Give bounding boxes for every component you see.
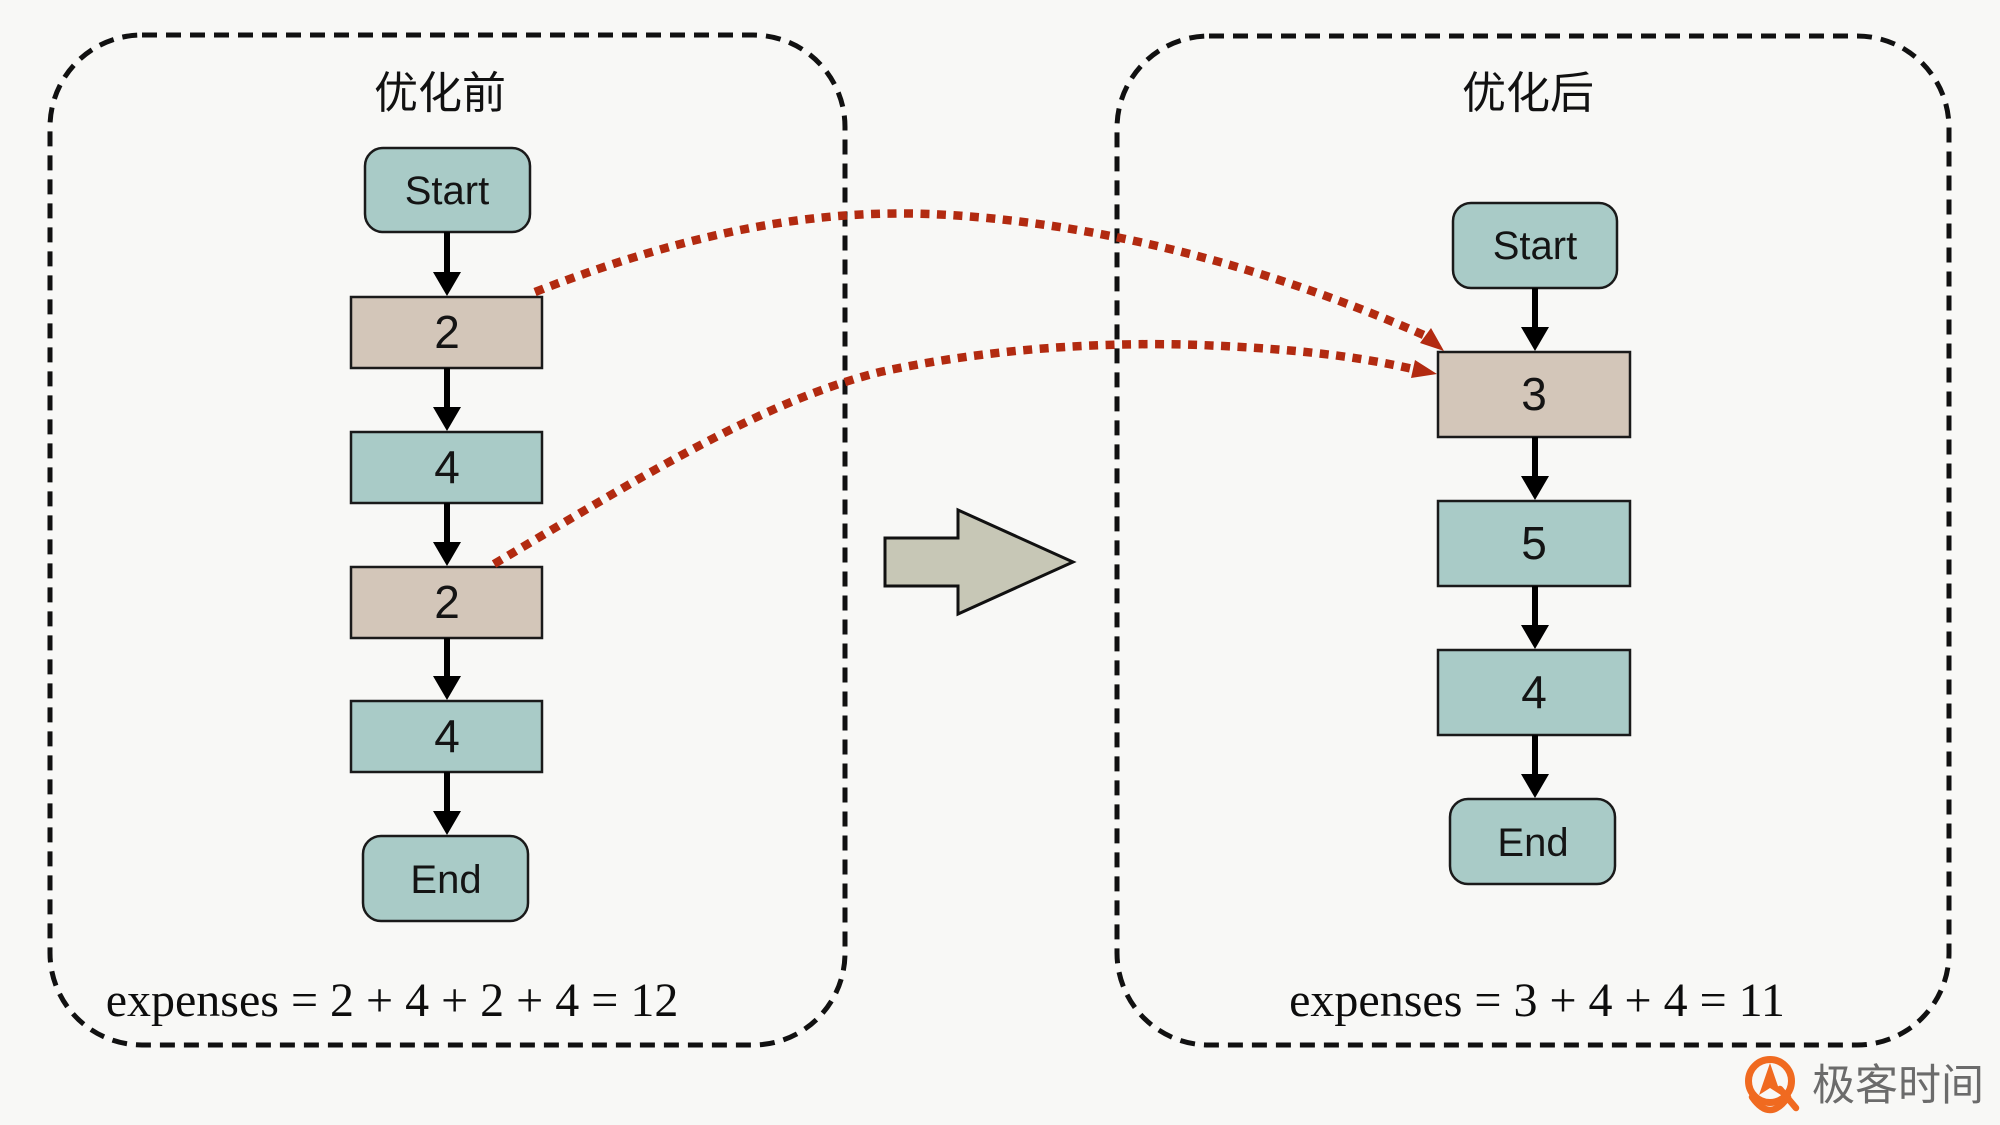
node-after-cost4 [1436,648,1632,737]
panel-after-expenses: expenses = 3 + 4 + 4 = 11 [1289,974,1785,1027]
node-after-end [1448,797,1617,886]
node-before-end-label: End [410,858,481,902]
flow-arrowhead-icon [1521,327,1549,351]
node-after-start-label: Start [1493,224,1577,268]
panel-before: 优化前 Start 2 4 2 4 End expenses = 2 + 4 +… [47,32,848,1048]
flow-arrows-after [1521,288,1549,798]
flow-arrowhead-icon [1521,476,1549,500]
panel-after: 优化后 Start 3 5 4 End expenses = 3 + 4 + 4… [1114,33,1952,1048]
node-after-cost5-label: 5 [1521,517,1547,569]
panel-after-title: 优化后 [1462,69,1594,118]
node-before-cost4-first-label: 4 [434,441,460,493]
node-after-cost3 [1436,350,1632,439]
node-before-cost2-first-label: 2 [434,306,460,358]
flow-arrowhead-icon [1521,774,1549,798]
panel-after-border [1114,33,1952,1048]
transform-block-arrow-icon [883,507,1077,617]
merge-arrow-top-head-icon [1420,328,1444,351]
node-after-cost5 [1436,499,1632,588]
panel-before-expenses: expenses = 2 + 4 + 2 + 4 = 12 [106,974,679,1027]
flow-arrowhead-icon [433,272,461,296]
node-before-start-label: Start [405,169,489,213]
flow-arrowhead-icon [433,542,461,566]
panel-before-border [47,32,848,1048]
node-before-cost2-second-label: 2 [434,576,460,628]
node-after-end-label: End [1497,821,1568,865]
node-before-cost4-second-label: 4 [434,710,460,762]
node-before-cost4-second [349,699,544,774]
geektime-logo: 极客时间 [1745,1056,1984,1114]
merge-arrows [491,209,1444,568]
merge-arrow-bottom-head-icon [1411,360,1437,378]
geektime-logo-text: 极客时间 [1812,1062,1984,1110]
merge-arrow-bottom [491,339,1414,568]
flow-arrowhead-icon [433,811,461,835]
node-after-cost3-label: 3 [1521,368,1547,420]
flow-arrowhead-icon [433,676,461,700]
panel-before-title: 优化前 [374,69,506,118]
node-after-cost4-label: 4 [1521,666,1547,718]
flow-arrows-before [433,232,461,835]
geektime-logo-icon [1745,1056,1800,1114]
flow-arrowhead-icon [1521,625,1549,649]
node-before-end [361,834,530,923]
node-before-cost4-first [349,430,544,505]
flow-arrowhead-icon [433,407,461,431]
node-before-cost2-second [349,565,544,640]
